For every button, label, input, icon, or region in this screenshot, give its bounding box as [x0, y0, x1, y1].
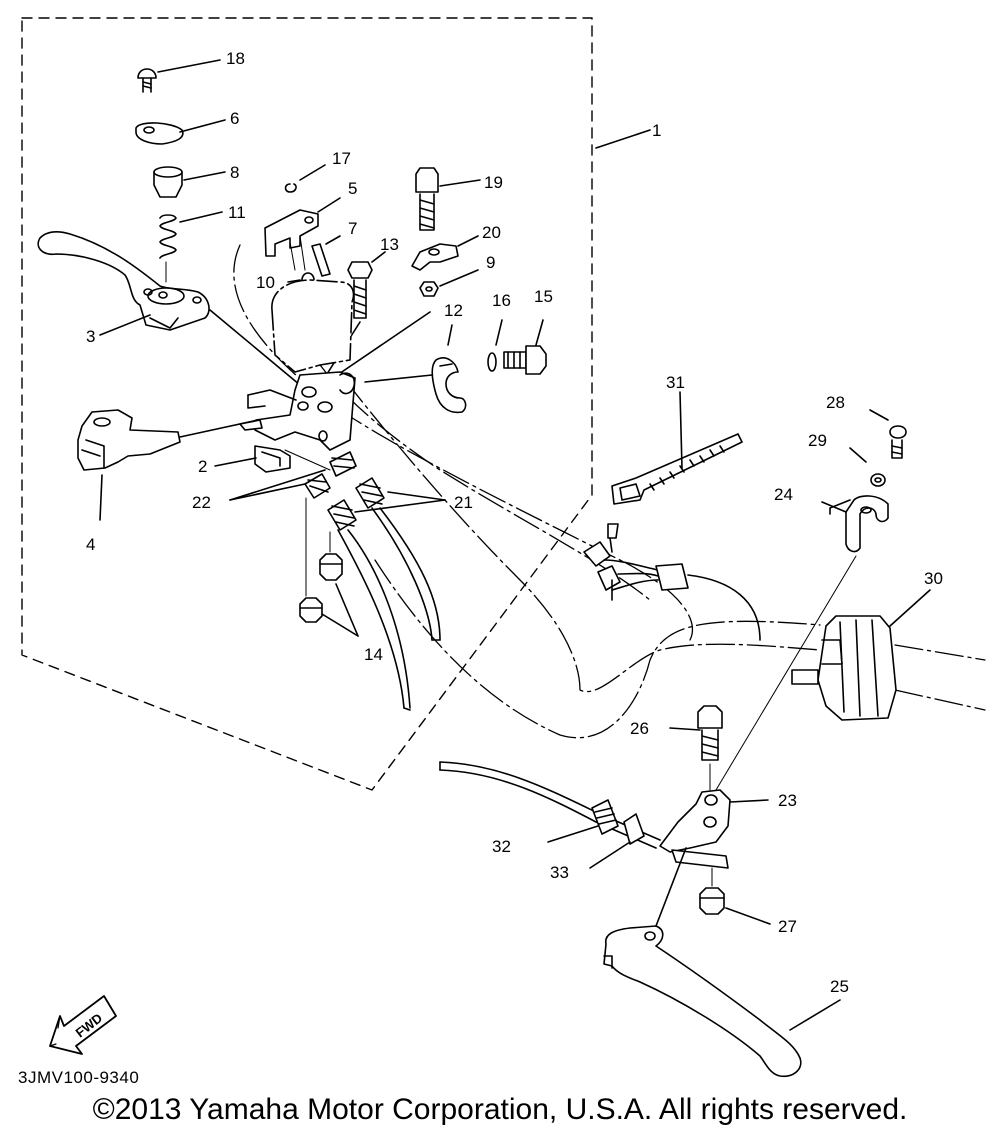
fwd-arrow-icon	[49, 995, 117, 1055]
label-13: 13	[380, 235, 399, 254]
part-26-bolt	[669, 705, 723, 791]
part-11-spring	[159, 211, 223, 283]
label-28: 28	[826, 393, 845, 412]
part-17-clip	[284, 164, 326, 193]
label-25: 25	[830, 977, 849, 996]
label-9: 9	[486, 253, 495, 272]
part-3-lever	[37, 231, 301, 386]
part-18-screw	[137, 59, 221, 93]
label-4: 4	[86, 535, 95, 554]
part-14-nuts	[299, 497, 359, 637]
label-31: 31	[666, 373, 685, 392]
label-27: 27	[778, 917, 797, 936]
part-31-cable-tie	[611, 391, 743, 505]
part-25-lever	[603, 847, 841, 1078]
part-12-clamp	[364, 324, 467, 414]
part-9-nut	[329, 269, 479, 381]
label-3: 3	[86, 327, 95, 346]
copyright-notice: ©2013 Yamaha Motor Corporation, U.S.A. A…	[92, 1093, 908, 1126]
part-6-plate	[135, 119, 226, 145]
part-15-bolt	[503, 319, 547, 375]
label-15: 15	[534, 287, 553, 306]
part-20-clamp	[411, 235, 479, 271]
part-28-screw	[869, 409, 907, 459]
label-21: 21	[454, 493, 473, 512]
label-2: 2	[198, 457, 207, 476]
part-27-nut	[699, 867, 771, 925]
label-16: 16	[492, 291, 511, 310]
part-30-switch	[791, 589, 931, 721]
wire-harness	[583, 523, 761, 641]
label-26: 26	[630, 719, 649, 738]
label-22: 22	[192, 493, 211, 512]
part-16-washer	[487, 319, 503, 372]
part-8-plug	[153, 166, 226, 198]
label-24: 24	[774, 485, 793, 504]
label-10: 10	[256, 273, 275, 292]
label-1: 1	[652, 121, 661, 140]
assembly-boundary	[21, 17, 593, 791]
part-24-clamp	[709, 495, 889, 801]
label-6: 6	[230, 109, 239, 128]
part-19-bolt	[415, 167, 481, 231]
part-7-pin	[311, 235, 341, 277]
label-20: 20	[482, 223, 501, 242]
part-4-housing	[77, 409, 259, 521]
label-8: 8	[230, 163, 239, 182]
label-17: 17	[332, 149, 351, 168]
part-2-bracket	[214, 419, 291, 473]
label-5: 5	[348, 179, 357, 198]
brake-cables	[337, 507, 441, 711]
label-12: 12	[444, 301, 463, 320]
label-14: 14	[364, 645, 383, 664]
part-22-adjusters	[229, 449, 357, 501]
label-11: 11	[228, 203, 246, 222]
label-29: 29	[808, 431, 827, 450]
part-labels: 1 2 3 4 5 6 7 8 9 10 11 12 13 14 15 16 1…	[86, 49, 943, 996]
part-21-adjusters	[327, 477, 446, 531]
label-19: 19	[484, 173, 503, 192]
label-23: 23	[778, 791, 797, 810]
part-5-bracket	[264, 197, 341, 271]
label-18: 18	[226, 49, 245, 68]
label-30: 30	[924, 569, 943, 588]
part-29-washer	[849, 447, 886, 487]
diagram-code: 3JMV100-9340	[18, 1068, 140, 1087]
part-1-master-cylinder	[247, 279, 356, 451]
part-32-33-adjuster	[439, 761, 661, 869]
label-32: 32	[492, 837, 511, 856]
label-7: 7	[348, 219, 357, 238]
part-23-bracket	[659, 789, 769, 869]
label-33: 33	[550, 863, 569, 882]
